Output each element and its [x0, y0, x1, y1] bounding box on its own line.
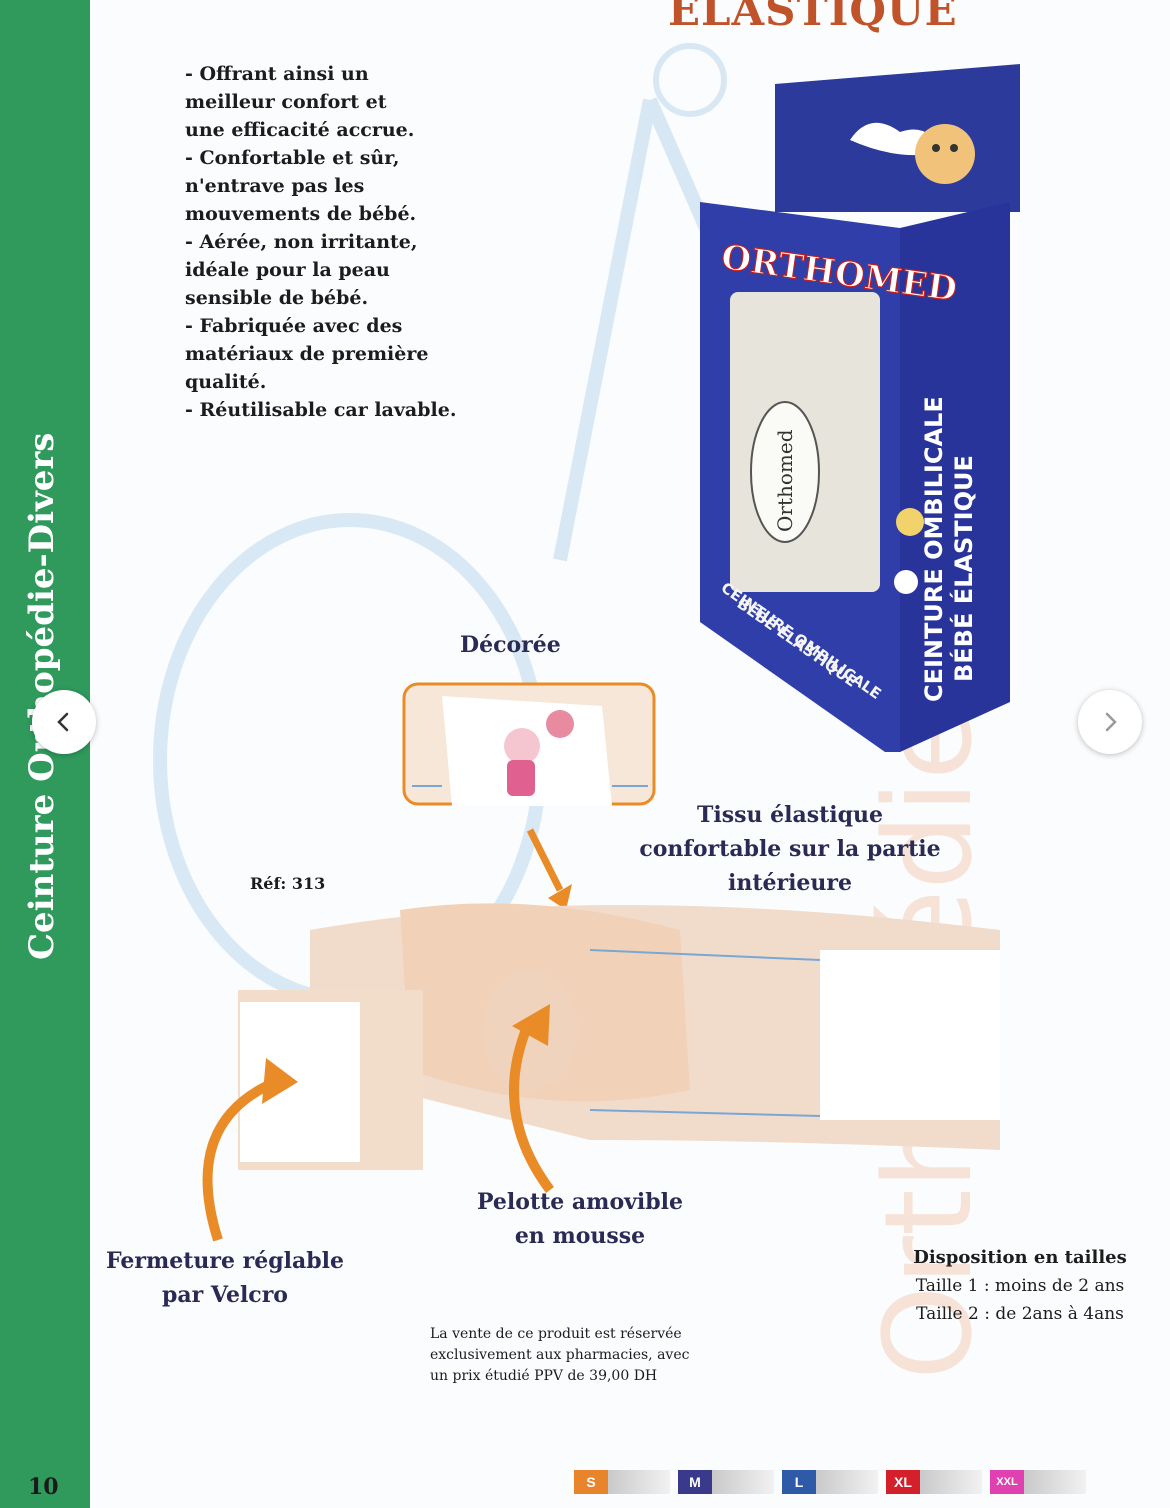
label-tissu-line: intérieure — [727, 870, 853, 896]
page-title: ÉLASTIQUE — [668, 0, 958, 35]
disposition-size1: Taille 1 : moins de 2 ans — [915, 1276, 1125, 1296]
decorated-belt-image — [402, 682, 656, 806]
chevron-right-icon — [1105, 712, 1117, 732]
label-tissu-line: confortable sur la partie — [639, 836, 941, 862]
box-logo: Orthomed — [773, 429, 797, 532]
feature-line: qualité. — [185, 371, 267, 393]
size-tag-label: M — [678, 1470, 712, 1494]
size-tag-s: S — [574, 1470, 678, 1494]
sale-note-line: exclusivement aux pharmacies, avec — [430, 1347, 690, 1363]
sale-note-line: La vente de ce produit est réservée — [430, 1326, 682, 1342]
size-tag-label: L — [782, 1470, 816, 1494]
feature-line: matériaux de première — [185, 343, 429, 365]
feature-line: mouvements de bébé. — [185, 203, 417, 225]
label-fermeture-line: Fermeture réglable — [105, 1248, 344, 1274]
disposition-size2: Taille 2 : de 2ans à 4ans — [916, 1304, 1124, 1324]
box-side-line2: BÉBÉ ÉLASTIQUE — [949, 455, 978, 682]
disposition-heading: Disposition en tailles — [913, 1247, 1127, 1268]
label-decoree: Décorée — [460, 632, 561, 658]
label-fermeture: Fermeture réglable par Velcro — [100, 1244, 350, 1312]
box-side-line1: CEINTURE OMBILICALE — [920, 396, 948, 702]
size-tag-l: L — [782, 1470, 886, 1494]
feature-line: - Aérée, non irritante, — [185, 231, 418, 253]
feature-line: - Offrant ainsi un — [185, 63, 369, 85]
feature-line: sensible de bébé. — [185, 287, 369, 309]
feature-line: meilleur confort et — [185, 91, 387, 113]
label-fermeture-line: par Velcro — [162, 1282, 288, 1308]
sidebar: Ceinture Orthopédie-Divers — [0, 0, 90, 1508]
sale-note: La vente de ce produit est réservée excl… — [430, 1324, 770, 1387]
umbilical-belt-image — [202, 828, 1000, 1242]
label-pelotte-line: en mousse — [514, 1223, 646, 1249]
sale-note-line: un prix étudié PPV de 39,00 DH — [430, 1368, 658, 1384]
size-disposition: Disposition en tailles Taille 1 : moins … — [890, 1244, 1150, 1328]
page-number: 10 — [28, 1474, 59, 1500]
feature-line: idéale pour la peau — [185, 259, 390, 281]
feature-line: une efficacité accrue. — [185, 119, 415, 141]
size-tag-xxl: XXL — [990, 1470, 1094, 1494]
feature-list: - Offrant ainsi un meilleur confort et u… — [185, 60, 485, 424]
size-tag-label: XL — [886, 1470, 920, 1494]
size-tag-m: M — [678, 1470, 782, 1494]
product-ref: Réf: 313 — [250, 874, 326, 893]
label-tissu-line: Tissu élastique — [696, 802, 884, 828]
feature-line: - Confortable et sûr, — [185, 147, 400, 169]
feature-line: - Réutilisable car lavable. — [185, 399, 457, 421]
chevron-left-icon — [57, 712, 69, 732]
label-pelotte: Pelotte amovible en mousse — [470, 1185, 690, 1253]
label-pelotte-line: Pelotte amovible — [476, 1189, 684, 1215]
size-tags: S M L XL XXL — [574, 1470, 1094, 1494]
feature-line: n'entrave pas les — [185, 175, 365, 197]
previous-button[interactable] — [32, 690, 96, 754]
label-tissu: Tissu élastique confortable sur la parti… — [630, 798, 950, 900]
size-tag-xl: XL — [886, 1470, 990, 1494]
size-tag-label: XXL — [990, 1470, 1024, 1494]
next-button[interactable] — [1078, 690, 1142, 754]
product-box-image: Orthomed ORTHOMED CEINTURE OMBILICALE BÉ… — [700, 64, 1020, 752]
feature-line: - Fabriquée avec des — [185, 315, 403, 337]
size-tag-label: S — [574, 1470, 608, 1494]
